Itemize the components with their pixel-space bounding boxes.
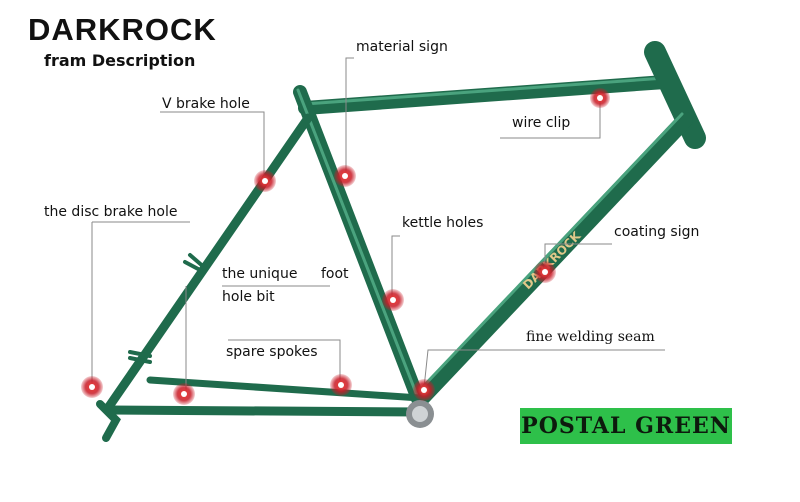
label-foot: foot <box>321 266 349 282</box>
marker-disc-brake-hole <box>81 376 103 398</box>
brace-tube <box>146 376 424 402</box>
marker-wire-clip <box>590 88 610 108</box>
marker-material-sign <box>334 165 356 187</box>
label-kettle-holes: kettle holes <box>402 215 484 231</box>
label-fine-welding-seam: fine welding seam <box>526 329 655 345</box>
top-tube <box>298 75 672 115</box>
markers <box>81 88 610 405</box>
leader-lines <box>91 57 665 392</box>
marker-unique-hole-bit <box>173 383 195 405</box>
marker-fine-welding-seam <box>413 379 435 401</box>
brand-title: DARKROCK <box>28 12 217 47</box>
marker-v-brake-hole <box>254 170 276 192</box>
page-subtitle: fram Description <box>44 51 196 70</box>
dropout <box>96 400 121 442</box>
label-v-brake-hole: V brake hole <box>162 96 250 112</box>
bike-frame <box>96 41 706 442</box>
label-material-sign: material sign <box>356 39 448 55</box>
label-unique-hole-bit: the unique <box>222 266 298 282</box>
marker-spare-spokes <box>330 374 352 396</box>
frame-decal: DARKROCK <box>520 228 584 292</box>
chain-stay <box>103 405 425 417</box>
label-coating-sign: coating sign <box>614 224 700 240</box>
label-wire-clip: wire clip <box>512 115 571 131</box>
marker-coating-sign <box>534 261 556 283</box>
label-spare-spokes: spare spokes <box>226 344 318 360</box>
label-hole-bit: hole bit <box>222 289 275 305</box>
marker-kettle-holes <box>382 289 404 311</box>
label-disc-brake-hole: the disc brake hole <box>44 204 178 220</box>
bottom-bracket <box>406 400 434 428</box>
seat-stay <box>103 113 313 413</box>
down-tube <box>412 112 693 408</box>
color-badge: POSTAL GREEN <box>520 408 732 444</box>
